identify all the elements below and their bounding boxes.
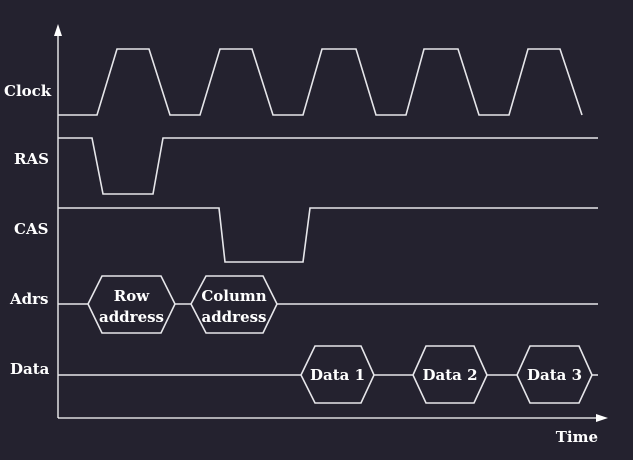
column-address-label-line1: Column [201,287,266,305]
data-bus: Data 1 Data 2 Data 3 [58,345,598,404]
address-bus: Row address Column address [58,275,598,334]
x-axis-label: Time [556,428,598,446]
signal-label-data: Data [10,360,50,378]
signal-labels: Clock RAS CAS Adrs Data [4,82,52,378]
column-address-label-line2: address [201,308,266,326]
row-address-label-line2: address [99,308,164,326]
axes: Time [54,24,608,446]
data-1-box [300,345,375,404]
data-2-label: Data 2 [422,366,477,384]
signal-label-cas: CAS [14,220,48,238]
row-address-label-line1: Row [114,287,150,305]
ras-waveform [58,137,598,195]
x-axis-arrow [596,414,608,422]
row-address-box [87,275,176,334]
signal-label-clock: Clock [4,82,52,100]
signal-label-ras: RAS [14,150,49,168]
cas-waveform [58,207,598,263]
data-3-label: Data 3 [527,366,582,384]
data-1-label: Data 1 [310,366,365,384]
data-2-box [412,345,488,404]
signal-label-adrs: Adrs [9,290,48,308]
column-address-box [190,275,278,334]
clock-waveform [58,48,583,116]
data-3-box [516,345,593,404]
y-axis-arrow [54,24,62,36]
